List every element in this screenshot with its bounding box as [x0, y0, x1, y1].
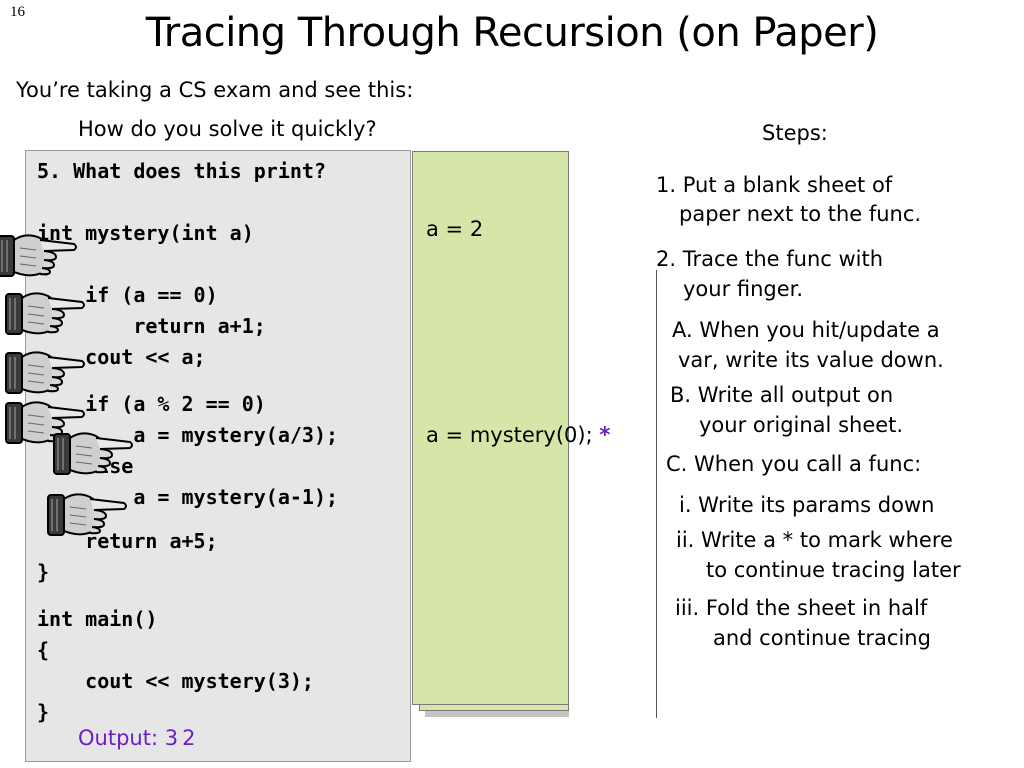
- step-i: i. Write its params down: [679, 493, 935, 517]
- pointing-hand-icon: [53, 432, 133, 475]
- sheet-call-text: a = mystery(0);: [426, 423, 593, 447]
- code-line: {: [37, 638, 50, 662]
- paper-sheet: [412, 151, 569, 705]
- step-iii-line-2: and continue tracing: [713, 626, 931, 650]
- code-line: return a+1;: [37, 314, 266, 338]
- step-iii-line-1: iii. Fold the sheet in half: [675, 596, 928, 620]
- question-text: How do you solve it quickly?: [78, 117, 377, 141]
- step-1-line-2: paper next to the func.: [679, 202, 922, 226]
- code-line: int mystery(int a): [37, 221, 254, 245]
- output-label: Output: 3: [78, 726, 179, 750]
- slide-number: 16: [10, 4, 25, 20]
- code-line: a = mystery(a-1);: [37, 485, 339, 509]
- code-line: cout << a;: [37, 345, 206, 369]
- code-line: }: [37, 560, 50, 584]
- step-c: C. When you call a func:: [666, 452, 922, 476]
- step-2-line-2: your finger.: [683, 277, 804, 301]
- pointing-hand-icon: [5, 292, 85, 335]
- code-line: 5. What does this print?: [37, 159, 326, 183]
- step-1-line-1: 1. Put a blank sheet of: [656, 173, 893, 197]
- pointing-hand-icon: [0, 234, 77, 277]
- sheet-line-call: a = mystery(0); *: [426, 423, 610, 447]
- step-a-line-1: A. When you hit/update a: [672, 318, 940, 342]
- code-line: }: [37, 700, 50, 724]
- step-2-line-1: 2. Trace the func with: [656, 247, 884, 271]
- code-line: if (a % 2 == 0): [37, 392, 266, 416]
- code-line: if (a == 0): [37, 283, 218, 307]
- step-ii-line-1: ii. Write a * to mark where: [676, 528, 953, 552]
- code-line: cout << mystery(3);: [37, 669, 314, 693]
- divider-line: [656, 270, 657, 718]
- continue-marker: *: [599, 423, 611, 447]
- code-line: return a+5;: [37, 529, 218, 553]
- slide-title: Tracing Through Recursion (on Paper): [145, 10, 879, 56]
- step-ii-line-2: to continue tracing later: [706, 558, 961, 582]
- steps-heading: Steps:: [762, 121, 828, 145]
- intro-text: You’re taking a CS exam and see this:: [16, 78, 414, 102]
- code-line: a = mystery(a/3);: [37, 423, 339, 447]
- code-line: int main(): [37, 607, 158, 631]
- pointing-hand-icon: [47, 493, 127, 536]
- step-a-line-2: var, write its value down.: [678, 348, 944, 372]
- step-b-line-2: your original sheet.: [699, 413, 904, 437]
- sheet-line-a: a = 2: [426, 217, 484, 241]
- step-b-line-1: B. Write all output on: [670, 383, 894, 407]
- output-extra: 2: [182, 726, 196, 750]
